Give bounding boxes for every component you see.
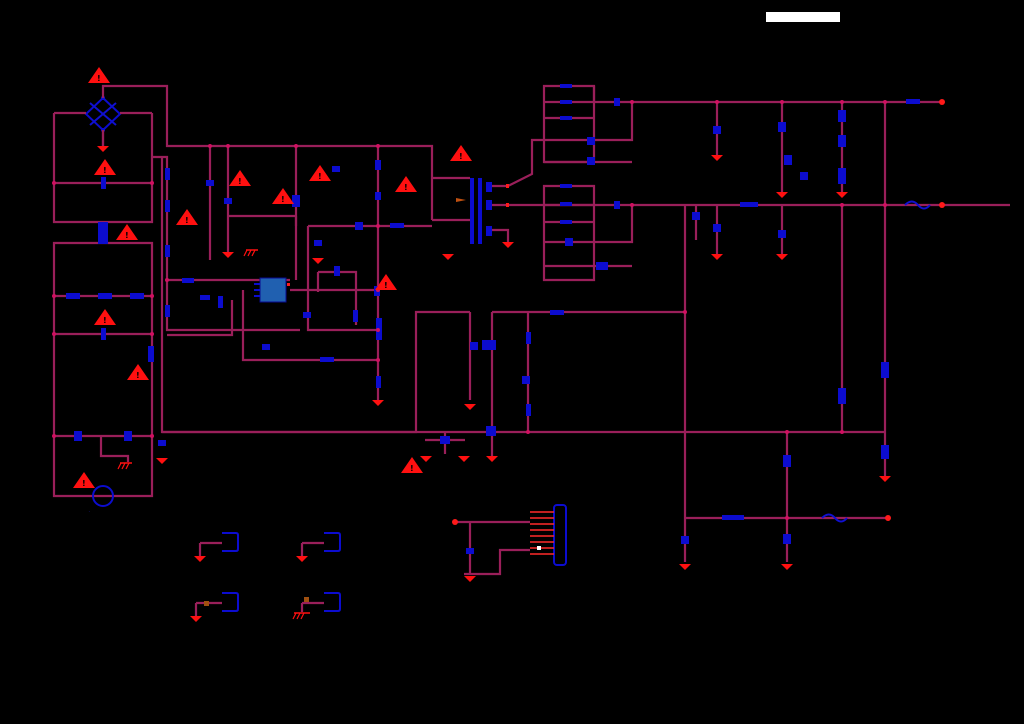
svg-text:!: ! <box>185 216 189 225</box>
warning-triangle-icon: ! <box>127 364 149 380</box>
primary-section <box>152 144 476 464</box>
fuse-icon <box>821 513 848 523</box>
svg-text:.: . <box>88 508 90 513</box>
warning-triangle-icon: ! <box>88 67 110 83</box>
svg-text:!: ! <box>238 177 242 186</box>
warning-triangle-icon: ! <box>375 274 397 290</box>
warning-triangle-icon: ! <box>176 209 198 225</box>
warning-triangle-icon: ! <box>116 224 138 240</box>
warning-triangle-icon: ! <box>94 309 116 325</box>
input-section: . <box>52 84 434 513</box>
secondary-section <box>542 84 945 562</box>
chassis-ground-icon <box>117 462 132 470</box>
transformer-icon <box>442 138 1010 260</box>
svg-text:!: ! <box>459 152 463 161</box>
warning-triangle-icon: ! <box>401 457 423 473</box>
warning-triangle-icon: ! <box>73 472 95 488</box>
svg-text:!: ! <box>125 231 129 240</box>
svg-text:!: ! <box>136 371 140 380</box>
svg-text:!: ! <box>404 183 408 192</box>
svg-text:!: ! <box>97 74 101 83</box>
svg-text:!: ! <box>82 479 86 488</box>
svg-text:!: ! <box>281 195 285 204</box>
svg-text:!: ! <box>384 281 388 290</box>
warning-triangle-icon: ! <box>450 145 472 161</box>
svg-text:!: ! <box>318 172 322 181</box>
bridge-rectifier-icon <box>84 96 122 132</box>
connector-icon <box>452 504 567 582</box>
ic-chip-icon <box>254 277 290 303</box>
warning-triangle-icon: ! <box>229 170 251 186</box>
svg-text:!: ! <box>103 166 107 175</box>
warning-triangle-icon: ! <box>272 188 294 204</box>
chassis-ground-icon <box>243 249 258 257</box>
fuse-icon <box>904 200 931 210</box>
feedback-section <box>162 310 891 570</box>
svg-text:!: ! <box>410 464 414 473</box>
warning-triangle-icon: ! <box>395 176 417 192</box>
warning-symbols: ! ! ! ! ! ! ! ! ! ! ! ! ! ! <box>73 67 472 488</box>
mounting-parts <box>190 532 341 622</box>
warning-triangle-icon: ! <box>309 165 331 181</box>
svg-text:!: ! <box>103 316 107 325</box>
warning-triangle-icon: ! <box>94 159 116 175</box>
title-block <box>766 12 840 22</box>
